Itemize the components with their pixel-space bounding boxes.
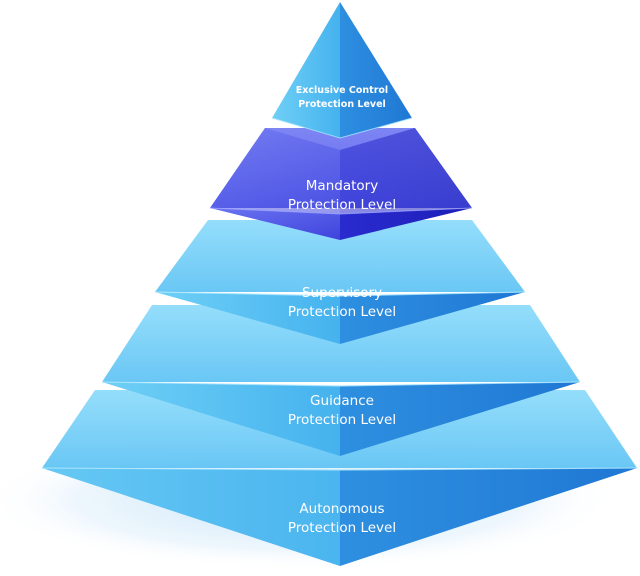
level-3-label-line2: Protection Level: [288, 304, 396, 320]
tier-supervisory: [154, 220, 526, 344]
tier-exclusive-control: [271, 2, 413, 139]
level-4-label-line2: Protection Level: [288, 412, 396, 428]
level-2-label-line2: Protection Level: [288, 197, 396, 213]
tier-mandatory: [209, 128, 473, 240]
level-5-label-line2: Protection Level: [288, 520, 396, 536]
level-2-label-line1: Mandatory: [306, 178, 378, 194]
level-5-label-line1: Autonomous: [299, 501, 384, 517]
level-3-label-line1: Supervisory: [302, 285, 382, 301]
level-4-label-line1: Guidance: [310, 393, 374, 409]
level-1-label-line2: Protection Level: [298, 99, 386, 110]
level-1-label-line1: Exclusive Control: [296, 85, 388, 96]
